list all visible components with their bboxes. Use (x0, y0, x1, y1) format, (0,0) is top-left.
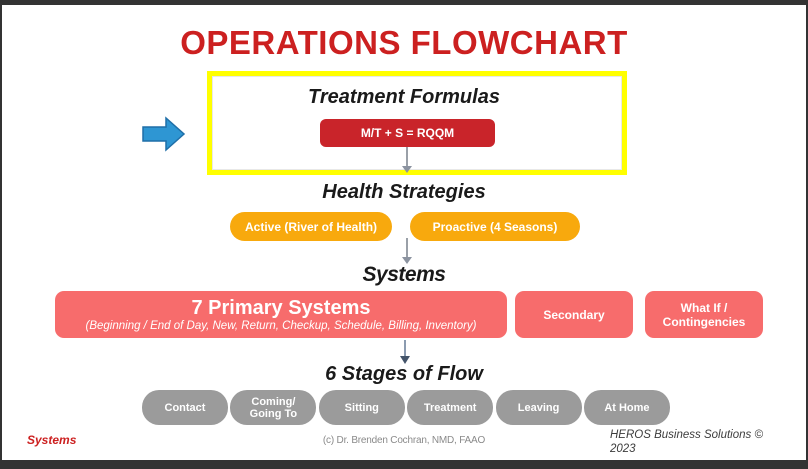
footer-copyright: (c) Dr. Brenden Cochran, NMD, FAAO (322, 435, 486, 446)
blue-right-arrow-icon (142, 116, 186, 157)
systems-heading: Systems (362, 263, 446, 286)
stages-row: Contact Coming/ Going To Sitting Treatme… (142, 390, 670, 425)
down-arrow-connector (401, 238, 413, 264)
secondary-systems-shape: Secondary (515, 291, 633, 338)
down-arrow-connector (401, 147, 413, 173)
whatif-contingencies-shape: What If / Contingencies (645, 291, 763, 338)
treatment-formulas-box (207, 71, 627, 175)
primary-systems-title: 7 Primary Systems (191, 296, 371, 319)
stage-at-home-shape: At Home (583, 390, 670, 425)
bottom-frame-bar (2, 460, 806, 469)
treatment-heading: Treatment Formulas (308, 86, 500, 108)
down-arrow-connector (399, 340, 411, 364)
health-strategies-heading: Health Strategies (322, 181, 486, 203)
stage-leaving-shape: Leaving (495, 390, 582, 425)
top-frame-bar (2, 0, 806, 5)
stage-sitting-shape: Sitting (318, 390, 405, 425)
formula-shape: M/T + S = RQQM (320, 119, 495, 147)
primary-systems-shape: 7 Primary Systems (Beginning / End of Da… (55, 291, 507, 338)
stage-contact-shape: Contact (142, 390, 228, 425)
stage-coming-going-shape: Coming/ Going To (230, 390, 317, 425)
footer-systems-label: Systems (27, 433, 77, 447)
active-river-of-health-shape: Active (River of Health) (230, 212, 392, 241)
proactive-4-seasons-shape: Proactive (4 Seasons) (410, 212, 580, 241)
stage-treatment-shape: Treatment (407, 390, 494, 425)
primary-systems-subtitle: (Beginning / End of Day, New, Return, Ch… (85, 319, 477, 332)
page-title: OPERATIONS FLOWCHART (180, 24, 628, 61)
footer-company: HEROS Business Solutions © 2023 (610, 429, 763, 455)
stages-of-flow-heading: 6 Stages of Flow (325, 363, 483, 385)
